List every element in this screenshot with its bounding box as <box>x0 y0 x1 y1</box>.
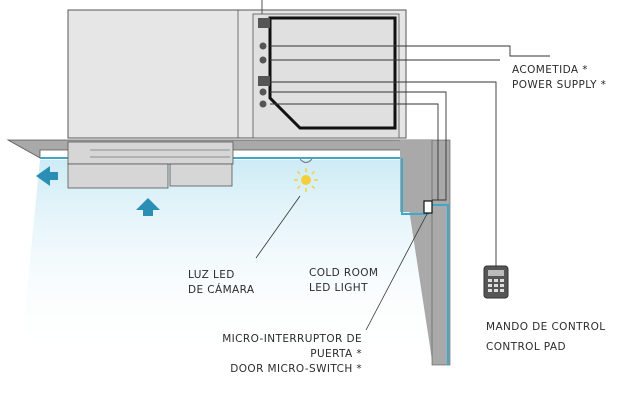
keypad-icon <box>483 265 509 299</box>
switch-wire-2 <box>270 103 439 200</box>
pad-wire <box>270 81 497 266</box>
terminal <box>259 42 267 50</box>
wall-column <box>431 139 451 366</box>
terminal <box>259 100 267 108</box>
micro-switch-en: DOOR MICRO-SWITCH * <box>230 363 362 375</box>
terminal <box>259 56 267 64</box>
micro-switch <box>423 200 433 214</box>
evaporator-lower <box>67 163 169 189</box>
micro-switch-label: MICRO-INTERRUPTOR DE PUERTA * DOOR MICRO… <box>222 332 362 377</box>
led-label-es-2: DE CÁMARA <box>188 284 255 296</box>
led-label-es-1: LUZ LED <box>188 269 235 281</box>
power-supply-label: ACOMETIDA * POWER SUPPLY * <box>512 63 606 93</box>
arrow-up-icon <box>136 198 160 216</box>
led-label-es: LUZ LED DE CÁMARA <box>188 268 254 298</box>
terminal-mid <box>258 76 270 86</box>
control-pad-es: MANDO DE CONTROL <box>486 321 606 333</box>
arrow-left-icon <box>36 166 58 186</box>
evaporator-lower-2 <box>169 163 233 187</box>
wall-cap <box>400 140 432 212</box>
switch-wire-1 <box>270 91 447 201</box>
led-label-en-2: LED LIGHT <box>309 282 368 294</box>
terminal-top <box>258 18 270 28</box>
control-box <box>252 13 400 139</box>
cold-air-region <box>20 160 430 360</box>
led-leader <box>255 195 301 259</box>
micro-switch-es-2: PUERTA * <box>310 348 362 360</box>
led-label-en-1: COLD ROOM <box>309 267 379 279</box>
terminal <box>259 88 267 96</box>
micro-switch-es-1: MICRO-INTERRUPTOR DE <box>222 333 362 345</box>
power-supply-es: ACOMETIDA * <box>512 64 588 76</box>
led-label-en: COLD ROOM LED LIGHT <box>309 266 378 296</box>
sun-icon <box>294 168 318 192</box>
power-wire-1 <box>270 45 550 57</box>
led-housing <box>299 158 313 163</box>
control-pad-label: MANDO DE CONTROL CONTROL PAD <box>486 320 606 355</box>
evaporator <box>67 141 234 165</box>
power-supply-en: POWER SUPPLY * <box>512 79 607 91</box>
switch-leader <box>365 211 429 331</box>
control-pad-en: CONTROL PAD <box>486 341 566 353</box>
